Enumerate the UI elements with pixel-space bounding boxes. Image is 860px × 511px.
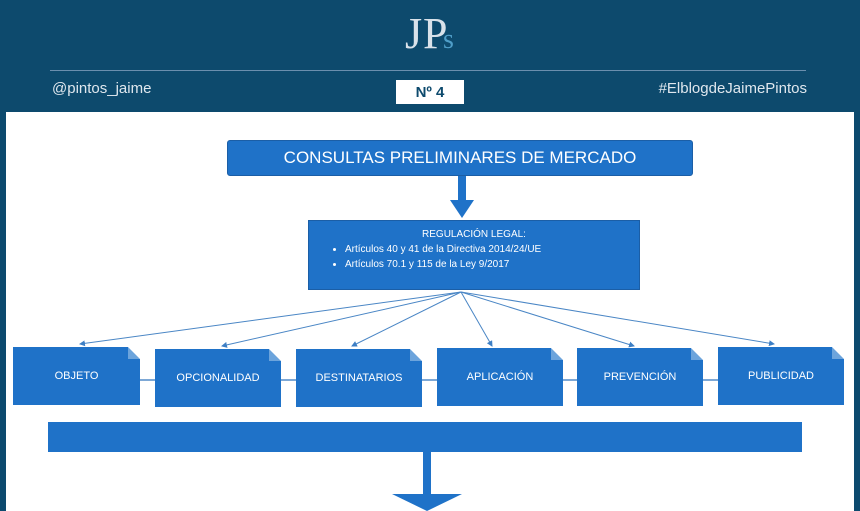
card-connector — [280, 379, 297, 381]
regulation-item: Artículos 40 y 41 de la Directiva 2014/2… — [345, 242, 639, 257]
card-label: APLICACIÓN — [466, 371, 534, 383]
down-arrow-icon — [392, 452, 462, 511]
arrow-to-objeto — [79, 291, 462, 347]
regulation-heading: REGULACIÓN LEGAL: — [422, 229, 526, 240]
folded-corner-icon — [128, 347, 140, 359]
jps-logo: J P s — [405, 8, 465, 60]
card-connector — [703, 379, 719, 381]
folded-corner-icon — [410, 349, 422, 361]
header-divider — [50, 70, 806, 71]
logo-letter-s: s — [443, 24, 454, 55]
card-aplicacion: APLICACIÓN — [437, 348, 563, 406]
logo-letter-j: J — [405, 9, 423, 58]
card-connector — [562, 379, 578, 381]
bottom-bar — [48, 422, 802, 452]
folded-corner-icon — [551, 348, 563, 360]
card-opcionalidad: OPCIONALIDAD — [155, 349, 281, 407]
diagram-title-box: CONSULTAS PRELIMINARES DE MERCADO — [227, 140, 693, 176]
folded-corner-icon — [691, 348, 703, 360]
card-label: DESTINATARIOS — [315, 372, 403, 384]
card-objeto: OBJETO — [13, 347, 140, 405]
card-label: PREVENCIÓN — [603, 371, 677, 383]
logo-letter-p: P — [423, 9, 448, 58]
folded-corner-icon — [269, 349, 281, 361]
card-destinatarios: DESTINATARIOS — [296, 349, 422, 407]
blog-hashtag[interactable]: #ElblogdeJaimePintos — [658, 80, 807, 97]
card-connector — [140, 379, 156, 381]
arrow-to-aplicacion — [460, 291, 493, 347]
card-label: OPCIONALIDAD — [176, 372, 260, 384]
card-publicidad: PUBLICIDAD — [718, 347, 844, 405]
down-arrow-icon — [450, 176, 474, 218]
card-prevencion: PREVENCIÓN — [577, 348, 703, 406]
twitter-handle[interactable]: @pintos_jaime — [52, 80, 152, 97]
card-label: PUBLICIDAD — [747, 370, 815, 382]
issue-number-badge: Nº 4 — [396, 80, 464, 104]
regulation-item: Artículos 70.1 y 115 de la Ley 9/2017 — [345, 257, 639, 272]
arrow-to-destinatarios — [351, 291, 462, 347]
card-connector — [421, 379, 438, 381]
regulation-box: REGULACIÓN LEGAL: Artículos 40 y 41 de l… — [308, 220, 640, 290]
folded-corner-icon — [832, 347, 844, 359]
card-label: OBJETO — [54, 370, 99, 382]
regulation-list: Artículos 40 y 41 de la Directiva 2014/2… — [309, 242, 639, 272]
arrow-to-publicidad — [460, 291, 775, 347]
header: J P s @pintos_jaime Nº 4 #ElblogdeJaimeP… — [0, 0, 860, 112]
arrow-to-opcionalidad — [221, 291, 462, 348]
arrow-to-prevencion — [460, 291, 635, 348]
